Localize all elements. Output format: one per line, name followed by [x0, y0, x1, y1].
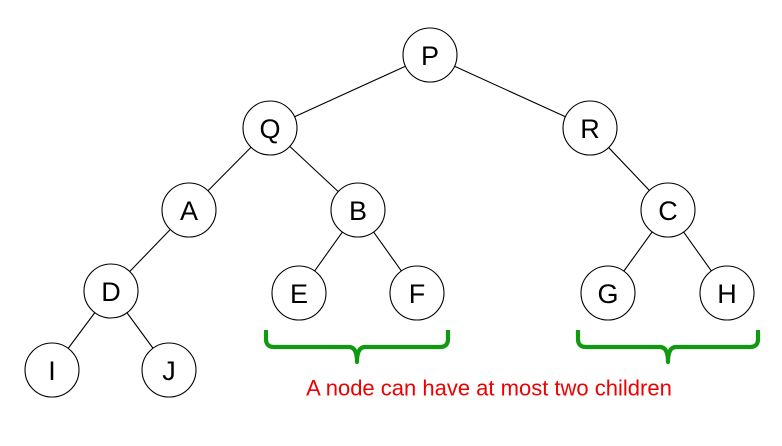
tree-node-p[interactable]: P [402, 27, 458, 83]
tree-edge-q-a [207, 146, 252, 192]
tree-node-h[interactable]: H [699, 265, 755, 321]
diagram-caption: A node can have at most two children [306, 376, 672, 401]
node-label-a: A [180, 196, 198, 226]
node-label-b: B [349, 196, 367, 226]
tree-node-e[interactable]: E [271, 265, 327, 321]
tree-node-q[interactable]: Q [242, 100, 298, 156]
node-label-d: D [101, 277, 121, 307]
node-circle-c [640, 182, 696, 238]
node-label-c: C [658, 196, 678, 226]
node-circle-r [562, 100, 618, 156]
tree-edge-c-h [683, 231, 712, 272]
node-label-q: Q [259, 114, 280, 144]
tree-node-f[interactable]: F [389, 265, 445, 321]
node-label-p: P [421, 41, 439, 71]
tree-edge-d-i [67, 312, 96, 349]
braces-group [263, 330, 761, 365]
node-circle-d [83, 263, 139, 319]
node-circle-h [699, 265, 755, 321]
tree-edge-d-j [126, 312, 154, 349]
tree-node-i[interactable]: I [24, 342, 80, 398]
node-label-r: R [580, 114, 600, 144]
node-label-j: J [162, 356, 176, 386]
node-label-h: H [717, 279, 737, 309]
node-circle-p [402, 27, 458, 83]
tree-node-g[interactable]: G [580, 265, 636, 321]
edges-group [67, 65, 712, 349]
caption-group: A node can have at most two children [306, 376, 672, 401]
node-label-e: E [290, 279, 308, 309]
tree-node-d[interactable]: D [83, 263, 139, 319]
node-circle-j [141, 342, 197, 398]
node-circle-i [24, 342, 80, 398]
brace-ef [263, 330, 451, 365]
node-circle-e [271, 265, 327, 321]
tree-node-j[interactable]: J [141, 342, 197, 398]
node-label-g: G [597, 279, 618, 309]
tree-edge-p-r [454, 65, 566, 118]
tree-edge-c-g [623, 231, 653, 272]
tree-edge-a-d [129, 229, 171, 272]
brace-gh [575, 330, 761, 365]
node-circle-g [580, 265, 636, 321]
tree-edge-p-q [294, 65, 406, 118]
tree-node-c[interactable]: C [640, 182, 696, 238]
tree-edge-b-e [314, 231, 343, 272]
tree-node-b[interactable]: B [330, 182, 386, 238]
tree-edge-r-c [608, 147, 650, 191]
tree-edge-q-b [289, 146, 339, 192]
node-circle-b [330, 182, 386, 238]
tree-edge-b-f [373, 231, 402, 272]
node-circle-f [389, 265, 445, 321]
tree-node-a[interactable]: A [161, 182, 217, 238]
node-circle-a [161, 182, 217, 238]
nodes-group: P Q R A B C D E F G H I J [24, 27, 755, 398]
node-label-i: I [48, 356, 56, 386]
node-circle-q [242, 100, 298, 156]
node-label-f: F [409, 279, 426, 309]
tree-node-r[interactable]: R [562, 100, 618, 156]
